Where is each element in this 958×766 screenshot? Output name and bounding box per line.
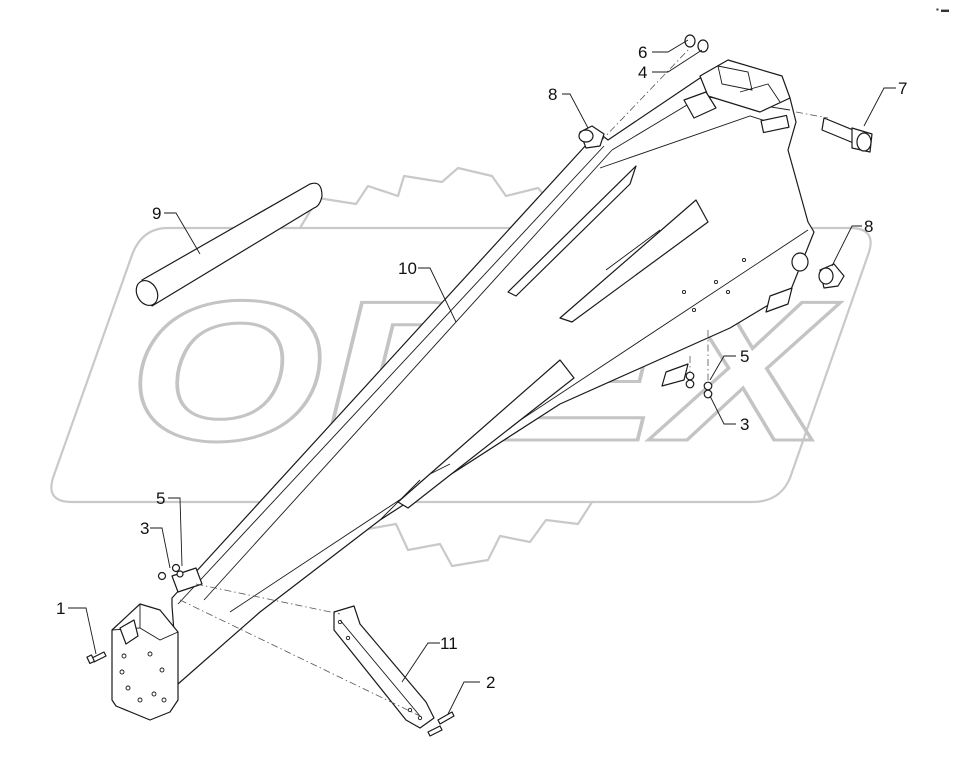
watermark-frame: [50, 226, 872, 504]
callout-4: 4: [638, 63, 647, 82]
ring-part-4: [697, 39, 709, 53]
corner-mark: ▪ ▬: [936, 5, 949, 14]
callout-5: 5: [156, 489, 165, 508]
nuts-right: [685, 371, 713, 399]
callout-10: 10: [398, 259, 417, 278]
tube-part-9: [135, 182, 323, 307]
boom-cutout-2: [559, 199, 709, 323]
boom-slot: [760, 114, 790, 134]
bolt-part-2: [427, 711, 455, 737]
callout-5: 5: [740, 347, 749, 366]
pin-part-7: [821, 117, 873, 153]
callout-8: 8: [548, 85, 557, 104]
boom-lug: [683, 91, 717, 119]
watermark-gear-bottom: [348, 501, 593, 568]
boom-tab-1: [765, 287, 793, 313]
callout-11: 11: [440, 634, 458, 653]
support-bracket-body: [333, 605, 435, 729]
boom-arm: [171, 59, 815, 685]
support-bracket: [333, 605, 435, 729]
boom-outline: [171, 77, 815, 685]
base-plate-body: [111, 603, 179, 721]
base-plate-clevis: [119, 619, 139, 645]
boom-cutout-3: [397, 359, 575, 509]
callout-1: 1: [56, 599, 65, 618]
boom-pivot-hole: [791, 252, 809, 272]
boom-tab-2: [661, 363, 689, 387]
bushing-part-8-top: [578, 125, 605, 149]
boom-cutout-1: [507, 165, 637, 297]
callout-7: 7: [898, 79, 907, 98]
callout-labels: 1 2 3 3 4 5 5 6 7 8 8 9 10 11: [56, 43, 907, 692]
callout-9: 9: [152, 204, 161, 223]
callout-8: 8: [864, 217, 873, 236]
nuts-left: [157, 563, 184, 581]
callout-2: 2: [486, 673, 495, 692]
callout-3: 3: [740, 415, 749, 434]
callout-6: 6: [638, 43, 647, 62]
leader-lines: [68, 39, 896, 715]
bolt-part-1: [86, 651, 107, 665]
bushing-part-8-right: [818, 263, 845, 289]
assembly-lines: [179, 47, 829, 717]
callout-3: 3: [140, 519, 149, 538]
ring-part-6: [684, 34, 696, 48]
base-plate: [111, 603, 179, 721]
